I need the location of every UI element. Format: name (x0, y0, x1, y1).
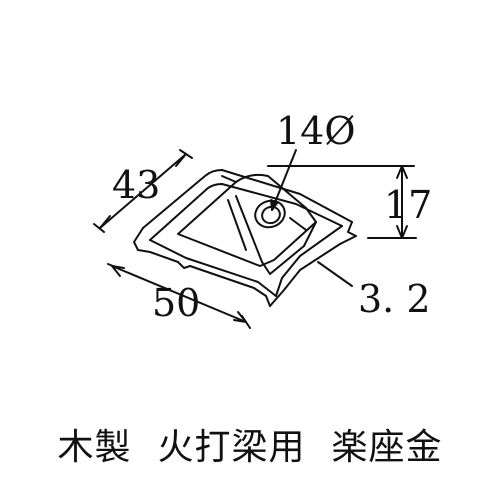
diameter-dimension (270, 149, 297, 211)
caption-usage: 火打梁用 (157, 427, 306, 468)
washer-boss (177, 173, 317, 275)
width-label: 50 (152, 281, 200, 325)
caption-product-name: 楽座金 (331, 427, 443, 468)
depth-label: 43 (112, 163, 160, 207)
height-dimension (267, 165, 417, 239)
diameter-label: 14Ø (276, 109, 356, 153)
product-caption: 木製火打梁用楽座金 (0, 418, 500, 478)
depth-dimension (93, 149, 193, 233)
height-label: 17 (384, 183, 432, 227)
width-dimension (107, 263, 251, 329)
caption-material: 木製 (57, 427, 132, 468)
washer-plate-outline (133, 169, 357, 307)
washer-dimension-drawing: 14Ø 43 17 50 3. 2 (93, 109, 432, 329)
thickness-dimension (317, 261, 353, 287)
thickness-label: 3. 2 (358, 277, 431, 321)
bolt-hole (254, 199, 286, 229)
